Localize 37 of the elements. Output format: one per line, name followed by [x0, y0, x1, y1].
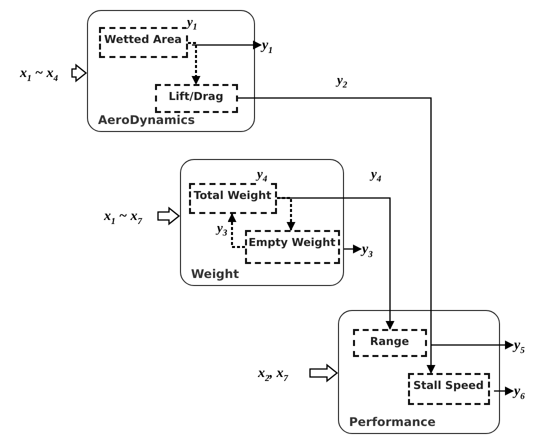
dashed-function-box [352, 328, 426, 356]
function-name: Lift/Drag [168, 90, 224, 102]
function-name: Empty Weight [247, 236, 337, 248]
module-panel [338, 310, 500, 434]
dashed-arrow [277, 197, 296, 231]
function-name: Stall Speed [412, 378, 485, 392]
arrow [238, 97, 436, 374]
dashed-function-box [154, 84, 238, 112]
module-panel [87, 10, 255, 132]
variable-label: x$_{1}$ ~ x$_{4}$ [20, 66, 58, 85]
module-panel [180, 159, 344, 286]
hollow-input-arrow [309, 364, 338, 382]
module-title: Weight [191, 267, 239, 281]
hollow-input-arrow [71, 64, 88, 82]
arrow [277, 197, 394, 330]
dashed-arrow [228, 213, 245, 248]
dashed-function-box [408, 372, 490, 404]
function-name: Total Weight [192, 188, 272, 202]
module-title: Performance [349, 415, 436, 429]
function-name: Range [368, 334, 410, 348]
variable-label: y$_{6}$ [514, 384, 525, 403]
dashed-arrow [188, 42, 200, 85]
variable-label: x$_{2}$, x$_{7}$ [258, 366, 288, 385]
module-title: AeroDynamics [98, 113, 195, 127]
function-name: Wetted Area [103, 32, 183, 46]
arrow [192, 40, 262, 50]
arrow [344, 244, 362, 254]
arrow [494, 386, 514, 396]
variable-label: y$_{3}$ [362, 242, 373, 261]
variable-label: y$_{5}$ [514, 338, 525, 357]
dashed-function-box [188, 182, 276, 214]
dashed-function-box [98, 26, 188, 58]
dashed-function-box [244, 230, 340, 264]
arrow [431, 340, 514, 350]
hollow-input-arrow [157, 206, 180, 226]
variable-label: x$_{1}$ ~ x$_{7}$ [104, 209, 142, 228]
variable-label: y$_{1}$ [262, 38, 273, 57]
